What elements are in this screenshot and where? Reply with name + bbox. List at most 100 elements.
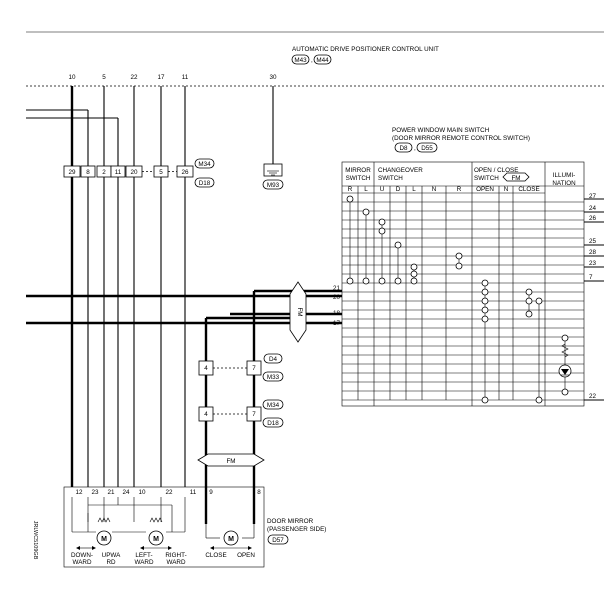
right-terminals: 27 24 26 25 28 23 7 22 xyxy=(584,193,604,401)
joint-terminal-box xyxy=(80,165,96,178)
joint-connector-top: 29 8 2 11 20 5 26 M34 D18 xyxy=(63,158,215,188)
mirror-terminal-8: 8 xyxy=(257,489,261,496)
connector-m44: M44 xyxy=(316,57,329,64)
joint-terminal-5: 5 xyxy=(159,169,163,176)
label-down-1: DOWN- xyxy=(71,552,93,559)
group-fm-tag: FM xyxy=(511,175,520,182)
column-mirror-d: D xyxy=(396,186,401,193)
label-left-2: WARD xyxy=(134,559,153,566)
door-mirror: 12 23 21 24 10 22 11 9 8 M M M xyxy=(63,486,326,568)
connector-d8: D8 xyxy=(399,145,408,152)
column-mirror-u: U xyxy=(380,186,385,193)
cu-terminal-10: 10 xyxy=(68,74,76,81)
connector-pair-1: 4 7 D4 M33 xyxy=(198,353,284,382)
label-right-1: RIGHT- xyxy=(165,552,186,559)
control-unit-wires xyxy=(70,86,274,487)
fm-harness-vertical: FM xyxy=(206,281,342,343)
motor-fold xyxy=(223,530,239,546)
connector-separator: , xyxy=(311,57,313,64)
fm-harness-horizontal: FM xyxy=(197,453,265,467)
connector-m44-badge xyxy=(313,54,332,65)
connector-d8-badge xyxy=(394,142,413,153)
connector-d55: D55 xyxy=(421,145,433,152)
terminal-25: 25 xyxy=(589,238,597,245)
connector-separator: , xyxy=(414,145,416,152)
connector-d57: D57 xyxy=(272,537,284,544)
mirror-terminal-23: 23 xyxy=(91,489,99,496)
joint-terminal-26: 26 xyxy=(181,169,189,176)
column-changeover-r: R xyxy=(457,186,462,193)
joint-terminal-box xyxy=(63,165,81,178)
cu-terminal-11: 11 xyxy=(182,74,189,81)
motor-updown-label: M xyxy=(101,536,107,543)
door-mirror-title-2: (PASSENGER SIDE) xyxy=(267,526,326,533)
label-open: OPEN xyxy=(237,552,255,559)
joint-terminal-29: 29 xyxy=(68,169,76,176)
mirror-terminal-21: 21 xyxy=(107,489,115,496)
group-changeover-switch-1: CHANGEOVER xyxy=(378,167,423,174)
column-open: OPEN xyxy=(476,186,494,193)
label-up-2: RD xyxy=(106,559,116,566)
joint-terminal-20: 20 xyxy=(130,169,138,176)
terminal-23: 23 xyxy=(589,260,597,267)
mirror-terminal-11: 11 xyxy=(190,489,197,496)
fm-harness-label: FM xyxy=(296,307,303,316)
connector-m34-badge xyxy=(194,158,215,169)
cu-terminal-30: 30 xyxy=(269,74,277,81)
connector-d4: D4 xyxy=(269,356,278,363)
control-unit: AUTOMATIC DRIVE POSITIONER CONTROL UNIT … xyxy=(26,46,604,87)
terminal-22: 22 xyxy=(589,393,597,400)
group-illumination-1: ILLUMI- xyxy=(553,172,575,179)
joint-terminal-box xyxy=(176,165,194,178)
label-right-2: WARD xyxy=(166,559,185,566)
group-open-close-switch-1: OPEN / CLOSE xyxy=(474,167,518,174)
joint-terminal-2: 2 xyxy=(102,169,106,176)
joint-terminal-11: 11 xyxy=(115,169,122,176)
main-switch-title-1: POWER WINDOW MAIN SWITCH xyxy=(392,127,490,134)
terminal-27: 27 xyxy=(589,193,597,200)
column-changeover-l: L xyxy=(412,186,416,193)
ground-connector-m93: M93 xyxy=(267,182,280,189)
ground-connector-badge xyxy=(262,179,284,190)
pair2-left-terminal: 4 xyxy=(204,411,208,418)
mirror-terminal-12: 12 xyxy=(75,489,83,496)
direction-arrows xyxy=(76,546,252,550)
connector-d55-badge xyxy=(416,142,438,153)
terminal-28: 28 xyxy=(589,249,597,256)
cu-terminal-5: 5 xyxy=(102,74,106,81)
power-window-main-switch: POWER WINDOW MAIN SWITCH (DOOR MIRROR RE… xyxy=(333,127,604,407)
group-mirror-switch-1: MIRROR xyxy=(345,167,371,174)
label-up-1: UPWA xyxy=(102,552,121,559)
ground-symbol: M93 xyxy=(262,163,284,190)
label-left-1: LEFT- xyxy=(135,552,152,559)
cu-terminal-22: 22 xyxy=(130,74,138,81)
column-mirror-r: R xyxy=(348,186,353,193)
connector-m33: M33 xyxy=(267,374,280,381)
column-changeover-n: N xyxy=(432,186,437,193)
joint-terminal-8: 8 xyxy=(86,169,90,176)
main-switch-title-2: (DOOR MIRROR REMOTE CONTROL SWITCH) xyxy=(392,135,530,142)
mirror-terminal-10: 10 xyxy=(138,489,146,496)
connector-m34-lower: M34 xyxy=(267,402,280,409)
group-changeover-switch-2: SWITCH xyxy=(378,175,403,182)
left-feed-wires xyxy=(26,109,290,325)
terminal-24: 24 xyxy=(589,205,597,212)
switch-outline xyxy=(341,161,585,407)
fm-tag-shape xyxy=(502,172,530,182)
control-unit-title: AUTOMATIC DRIVE POSITIONER CONTROL UNIT xyxy=(292,46,439,53)
pair2-right-terminal: 7 xyxy=(252,411,256,418)
column-n: N xyxy=(504,186,509,193)
fm-harness-horizontal-label: FM xyxy=(226,458,235,465)
group-open-close-switch-2: SWITCH xyxy=(474,175,499,182)
column-mirror-l: L xyxy=(364,186,368,193)
motor-fold-label: M xyxy=(228,536,234,543)
terminal-21: 21 xyxy=(333,285,341,292)
label-down-2: WARD xyxy=(72,559,91,566)
switch-grid xyxy=(342,186,584,401)
connector-d18: D18 xyxy=(199,180,211,187)
mirror-terminal-24: 24 xyxy=(122,489,130,496)
terminal-20: 20 xyxy=(333,294,341,301)
door-mirror-title-1: DOOR MIRROR xyxy=(267,518,314,525)
terminal-7: 7 xyxy=(589,274,593,281)
